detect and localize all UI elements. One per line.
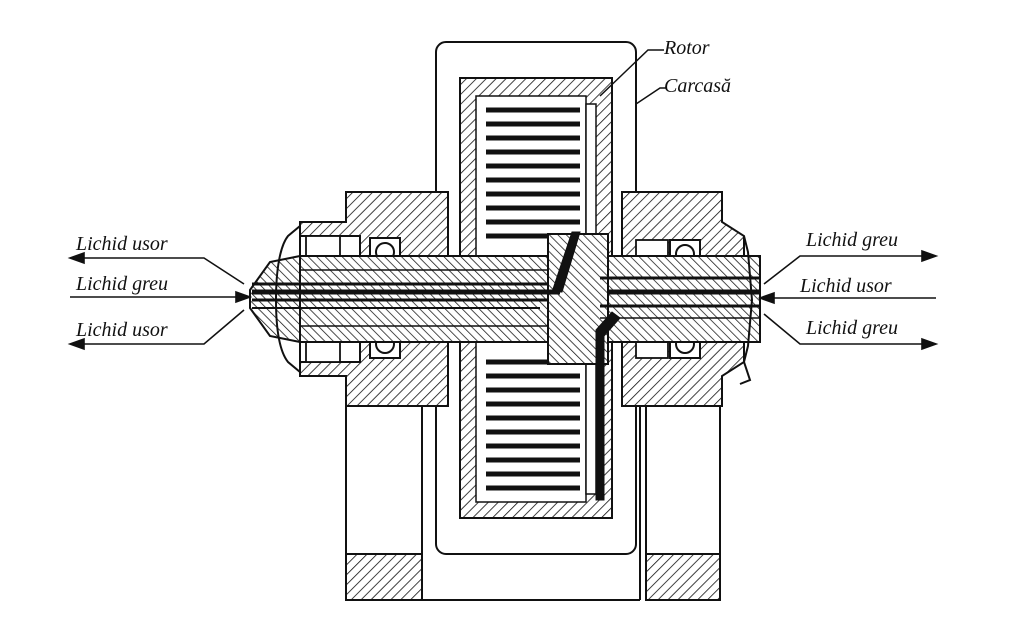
carcasa-leader — [635, 87, 666, 105]
left-top-arrow — [67, 251, 245, 285]
left-foot — [345, 553, 423, 601]
rotor-lower — [459, 341, 613, 519]
right-seal-outline — [739, 235, 754, 385]
left-support-leg — [345, 405, 423, 555]
rotor-upper — [459, 77, 613, 257]
left-housing-upper-block — [305, 235, 341, 257]
left-seal-outline — [274, 223, 301, 375]
rotor-upper-cavity — [475, 95, 587, 257]
label-carcasa: Carcasă — [664, 75, 731, 97]
rotor-leader — [599, 49, 664, 97]
right-flows — [757, 249, 939, 351]
left-housing-lower — [299, 341, 449, 407]
right-support-leg — [645, 405, 721, 555]
left-bearing-housing — [299, 191, 449, 601]
label-left-top: Lichid usor — [75, 233, 168, 255]
label-left-bottom: Lichid usor — [75, 319, 168, 341]
left-mid-arrow — [70, 290, 253, 304]
shaft-right-body — [595, 255, 761, 343]
left-flows — [67, 251, 253, 351]
shaft-center-channel — [551, 231, 581, 293]
rotor-upper-plates — [486, 107, 580, 239]
left-bottom-arrow — [67, 309, 245, 351]
label-rotor: Rotor — [663, 37, 710, 59]
right-bottom-arrow — [763, 313, 939, 351]
rotor-lower-cavity — [475, 341, 587, 503]
label-right-top: Lichid greu — [805, 229, 898, 251]
right-mid-arrow — [757, 291, 936, 305]
label-right-mid: Lichid usor — [799, 275, 892, 297]
shaft-channels-right — [600, 276, 760, 319]
shaft-center-channel-lower — [595, 311, 621, 501]
left-housing-lower-block — [305, 341, 341, 363]
right-top-arrow — [763, 249, 939, 285]
rotor-lower-plates — [486, 359, 580, 491]
left-housing-upper — [299, 191, 449, 257]
right-foot — [645, 553, 721, 601]
leader-lines-top — [599, 49, 666, 105]
label-left-mid: Lichid greu — [75, 273, 168, 295]
label-right-bottom: Lichid greu — [805, 317, 898, 339]
